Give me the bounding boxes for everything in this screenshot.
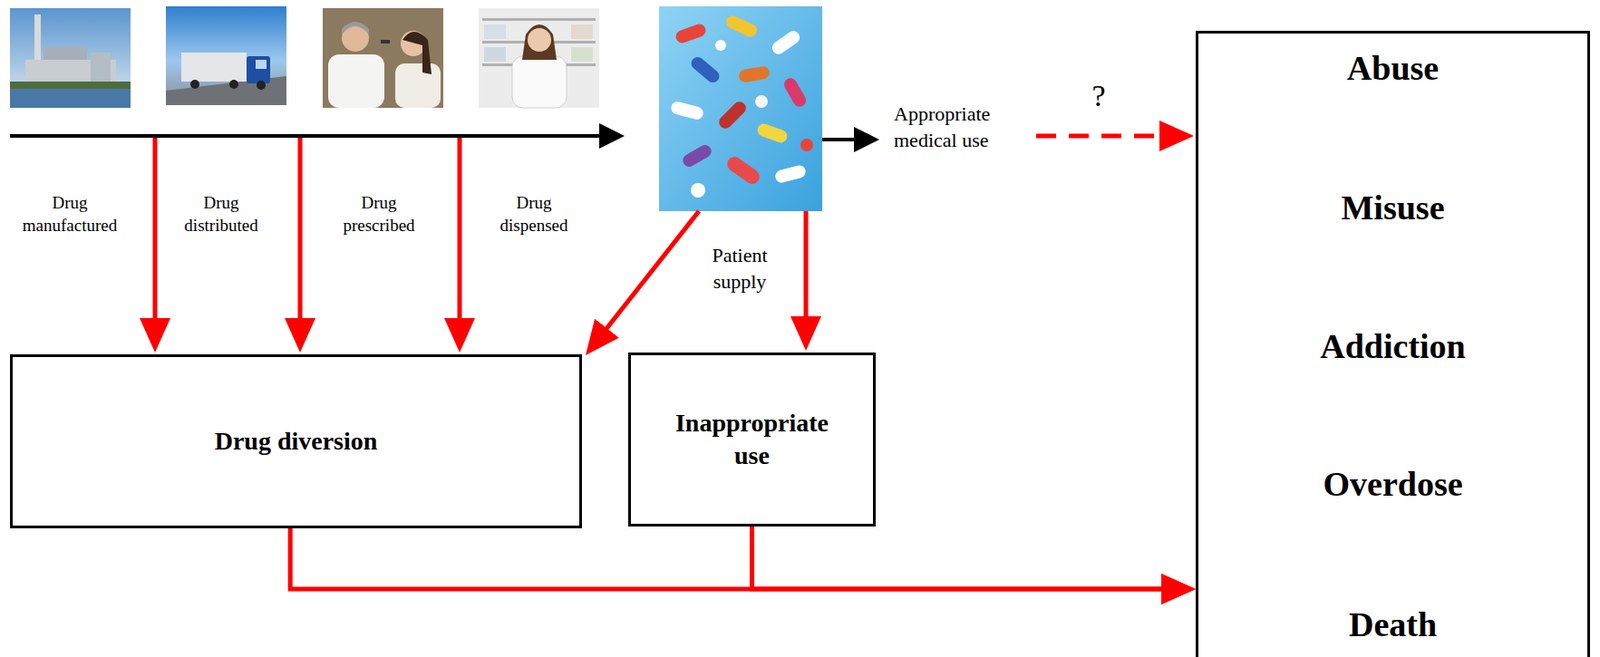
diversion-arrow (153, 137, 158, 348)
capsule (674, 22, 708, 46)
stage-label: Appropriate medical use (893, 101, 1030, 154)
outcome-text: Abuse (1198, 49, 1588, 88)
process-box: Drug diversion (9, 354, 582, 529)
boxes (571, 24, 593, 39)
capsule (769, 29, 803, 58)
boxes (571, 47, 593, 62)
outcome-box: AbuseMisuseAddictionOverdoseDeath (1195, 30, 1591, 657)
pharmacist-photo (478, 8, 600, 108)
capsule (680, 142, 714, 169)
box-label: Drug diversion (214, 425, 379, 458)
pills-photo (659, 6, 823, 212)
capsule (688, 54, 723, 86)
patient-hair (402, 31, 432, 75)
capsule (737, 65, 771, 84)
capsule (669, 100, 705, 122)
doctor-hair (341, 21, 369, 35)
boxes (484, 47, 506, 62)
tablet (755, 95, 768, 108)
boxes (484, 24, 506, 39)
outcome-connector (752, 526, 1192, 590)
photo-sky (165, 6, 287, 106)
wheel (256, 80, 266, 90)
outcome-text: Overdose (1198, 465, 1588, 505)
stage-label: Drug prescribed (342, 192, 415, 237)
tablet (715, 39, 727, 51)
truck-cab (246, 56, 271, 84)
outcome-text: Death (1198, 606, 1588, 645)
uncertain-arrow (1036, 134, 1189, 139)
shelf (482, 18, 596, 21)
diversion-arrow (298, 137, 303, 348)
supply-chain-arrow (9, 134, 620, 138)
question-mark: ? (1091, 76, 1106, 117)
box-label: Inappropriate use (675, 407, 829, 474)
factory-photo (9, 8, 131, 108)
photo-wall (322, 8, 444, 108)
cab-window (255, 59, 267, 69)
stage-label: Drug dispensed (500, 192, 569, 237)
capsule (724, 13, 760, 39)
patient-supply-arrow (804, 211, 809, 346)
doctor-photo (322, 8, 444, 108)
outcome-text: Misuse (1198, 189, 1588, 228)
tablet (800, 138, 814, 152)
tablet (690, 183, 706, 198)
capsule (774, 164, 807, 185)
capsule (724, 154, 763, 187)
pharmacist-head (527, 28, 552, 52)
pharmacist-hair (522, 24, 557, 60)
wheel (190, 79, 200, 89)
stage-label: Patient supply (711, 242, 767, 295)
stage-label: Drug manufactured (22, 192, 117, 237)
truck-photo (165, 6, 287, 106)
photo-ground (659, 6, 823, 212)
outcome-connector (290, 528, 1191, 590)
capsule (756, 122, 790, 146)
trailer (181, 52, 247, 82)
doctor-coat (328, 54, 385, 108)
capsule (716, 98, 748, 131)
process-box: Inappropriate use (628, 352, 876, 527)
photo-shelves (478, 8, 600, 108)
patient-shirt (395, 63, 441, 108)
medical-use-arrow (822, 137, 874, 142)
outcome-text: Addiction (1198, 328, 1588, 367)
wheel (229, 79, 239, 89)
pharmacist-coat (512, 56, 567, 108)
capsule (781, 76, 808, 109)
diversion-arrow (589, 211, 699, 351)
photo-sky (9, 8, 131, 108)
trees (9, 81, 131, 89)
otoscope (380, 39, 390, 44)
diversion-arrow (457, 137, 463, 348)
water (9, 88, 131, 108)
stage-label: Drug distributed (184, 192, 258, 237)
